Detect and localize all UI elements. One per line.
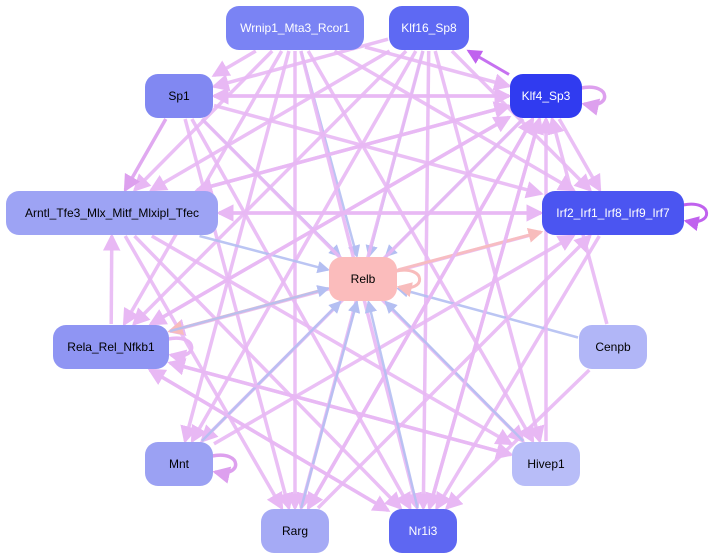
self-loop-irf2 <box>682 202 709 231</box>
node-label: Relb <box>350 272 376 286</box>
edge-arntl-to-hivep1 <box>150 234 514 446</box>
edge-klf4-to-klf16 <box>466 49 510 76</box>
node-relb[interactable]: Relb <box>329 257 397 301</box>
node-cenpb[interactable]: Cenpb <box>579 325 647 369</box>
edge-arntl-to-nr1i3 <box>133 234 403 511</box>
edge-klf16-to-nr1i3 <box>414 50 433 511</box>
node-mnt[interactable]: Mnt <box>145 442 213 486</box>
edge-rela-to-relb <box>169 285 330 333</box>
edge-relb-to-irf2 <box>397 227 544 272</box>
node-irf2[interactable]: Irf2_Irf1_Irf8_Irf9_Irf7 <box>542 191 684 235</box>
node-rarg[interactable]: Rarg <box>261 509 329 553</box>
node-label: Sp1 <box>168 89 190 103</box>
node-sp1[interactable]: Sp1 <box>145 74 213 118</box>
edge-arntl-to-relb <box>199 234 330 274</box>
edge-nr1i3-to-rela <box>147 368 389 512</box>
edge-rarg-to-klf4 <box>306 116 535 509</box>
node-klf4[interactable]: Klf4_Sp3 <box>510 74 582 118</box>
edge-rarg-to-irf2 <box>316 234 592 510</box>
node-arntl[interactable]: Arntl_Tfe3_Mlx_Mitf_Mlxipl_Tfec <box>6 191 218 235</box>
edge-nr1i3-to-klf4 <box>427 116 544 509</box>
node-label: Rarg <box>281 524 308 538</box>
edge-cenpb-to-relb <box>396 285 579 339</box>
node-label: Rela_Rel_Nfkb1 <box>67 340 155 354</box>
node-label: Klf16_Sp8 <box>401 21 457 35</box>
edge-rela-to-arntl <box>102 233 121 325</box>
node-wrnip1[interactable]: Wrnip1_Mta3_Rcor1 <box>226 6 364 50</box>
node-nr1i3[interactable]: Nr1i3 <box>389 509 457 553</box>
node-hivep1[interactable]: Hivep1 <box>512 442 580 486</box>
edge-sp1-to-nr1i3 <box>190 118 412 511</box>
edge-arntl-to-klf4 <box>196 101 512 192</box>
edge-rarg-to-relb <box>299 300 361 509</box>
edge-mnt-to-irf2 <box>213 234 576 446</box>
edge-rela-to-klf4 <box>150 115 512 326</box>
edge-wrnip1-to-hivep1 <box>306 50 535 444</box>
node-label: Arntl_Tfe3_Mlx_Mitf_Mlxipl_Tfec <box>24 206 200 220</box>
node-rela[interactable]: Rela_Rel_Nfkb1 <box>53 325 169 369</box>
node-label: Cenpb <box>595 340 631 354</box>
self-loop-mnt <box>211 453 238 484</box>
edge-sp1-to-arntl <box>123 118 168 193</box>
node-label: Hivep1 <box>527 457 565 471</box>
edge-klf16-to-mnt <box>190 50 418 444</box>
node-label: Nr1i3 <box>408 524 438 538</box>
self-loop-rela <box>167 336 194 367</box>
node-label: Mnt <box>168 457 189 471</box>
edge-klf4-to-irf2 <box>557 118 602 193</box>
self-loop-klf4 <box>580 85 607 116</box>
self-loop-relb <box>395 268 422 297</box>
edge-hivep1-to-rela <box>167 358 512 457</box>
edge-wrnip1-to-sp1 <box>211 49 257 78</box>
edge-sp1-to-irf2 <box>213 103 544 199</box>
edge-wrnip1-to-klf4 <box>364 45 512 91</box>
node-label: Klf4_Sp3 <box>521 89 571 103</box>
edge-cenpb-to-nr1i3 <box>444 368 591 510</box>
node-label: Wrnip1_Mta3_Rcor1 <box>240 21 350 35</box>
edge-irf2-to-nr1i3 <box>435 235 601 511</box>
edge-nr1i3-to-relb <box>364 300 419 509</box>
edge-mnt-to-relb <box>201 300 342 442</box>
node-label: Irf2_Irf1_Irf8_Irf9_Irf7 <box>556 206 670 220</box>
node-klf16[interactable]: Klf16_Sp8 <box>389 6 469 50</box>
